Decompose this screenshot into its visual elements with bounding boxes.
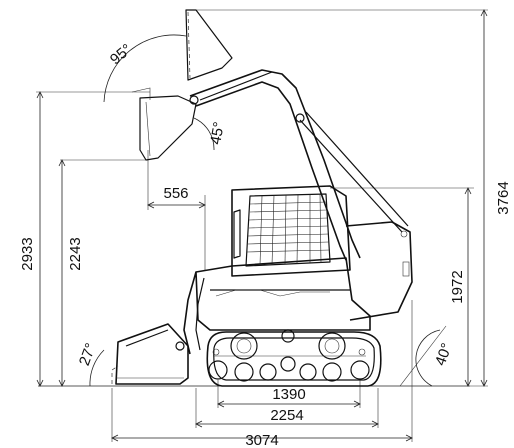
rollback-max-height-angle: 95° (107, 41, 135, 69)
lift-arm (189, 69, 409, 261)
angle-arcs (89, 34, 447, 387)
dimension-lines (36, 9, 488, 442)
angle-labels: 95° 45° 27° 40° (76, 41, 456, 368)
raised-bucket-dumping (131, 87, 197, 161)
overall-height-label: 3764 (495, 181, 512, 214)
dump-height-label: 2243 (67, 237, 84, 270)
track-assembly (206, 329, 382, 387)
cab-grill (233, 193, 331, 267)
dimension-labels: 3764 2933 2243 1972 556 1390 2254 3074 (19, 181, 512, 448)
track-ground-length-label: 1390 (272, 386, 305, 403)
overall-length-no-bucket-label: 2254 (270, 407, 303, 424)
cab-height-label: 1972 (449, 270, 466, 303)
departure-angle-label: 40° (432, 341, 456, 368)
dump-angle-label: 45° (207, 121, 228, 146)
overall-length-with-bucket-label: 3074 (245, 432, 278, 448)
machine-body (183, 185, 413, 355)
ground-bucket (111, 323, 189, 385)
hinge-pin-height-label: 2933 (19, 237, 36, 270)
ground-rollback-angle: 27° (76, 341, 100, 368)
raised-bucket-top (185, 9, 233, 81)
dump-reach-label: 556 (163, 185, 188, 202)
